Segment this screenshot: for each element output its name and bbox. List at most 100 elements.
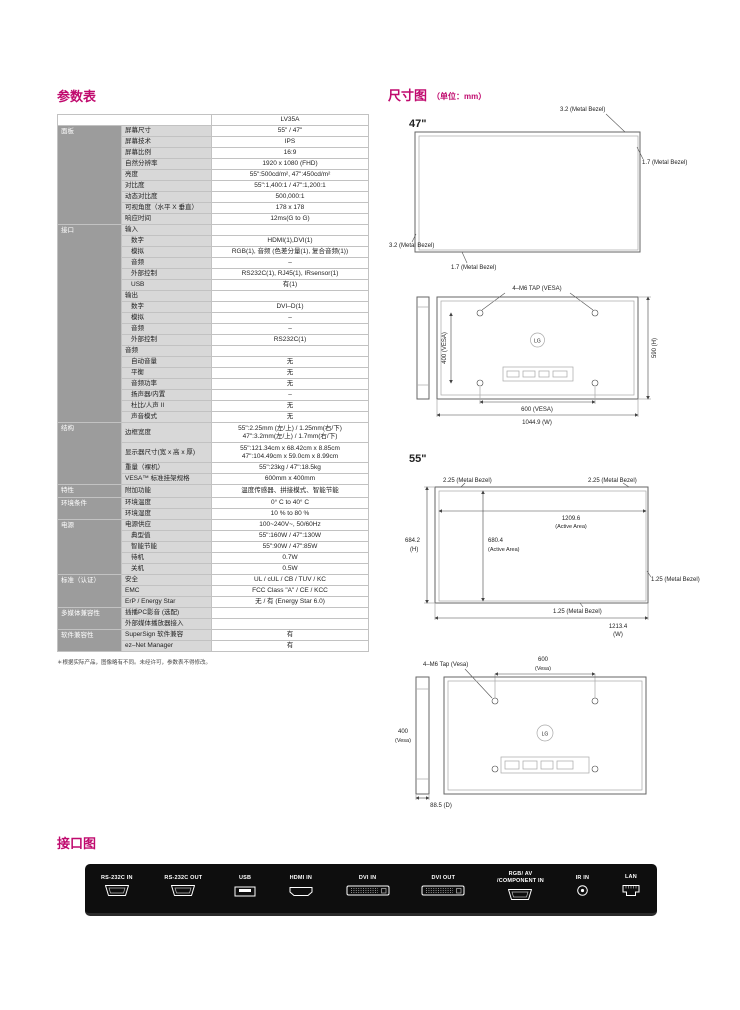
spec-label: VESA™ 标准挂架规格	[121, 473, 212, 485]
spec-category: 特性	[57, 484, 122, 498]
spec-label: EMC	[121, 585, 212, 597]
rear-view-47	[436, 296, 639, 400]
footnote: ＊根据实际产品，图像略有不同。未经许可，参数表不得修改。	[57, 660, 212, 666]
height-47: 590 (H)	[652, 338, 658, 358]
spec-value: 55":121.34cm x 68.42cm x 8.85cm 47":104.…	[211, 442, 369, 463]
spec-label: 响应时间	[121, 213, 212, 225]
spec-label: 自动音量	[121, 356, 212, 368]
model-name: LV35A	[211, 114, 369, 126]
spec-label: 屏幕尺寸	[121, 125, 212, 137]
bezel-55-outer	[434, 486, 649, 604]
spec-label: 扬声器/内置	[121, 389, 212, 401]
width-47: 1044.9 (W)	[522, 420, 552, 426]
port-rs-232c-out: RS-232C OUT	[164, 875, 202, 903]
active-height-55-sub: (Active Area)	[488, 547, 520, 553]
port-label: RGB/ AV /COMPONENT IN	[497, 871, 544, 884]
bezel-47-inner	[418, 135, 639, 251]
spec-value: 无	[211, 411, 369, 423]
spec-label: 安全	[121, 574, 212, 586]
port-rgb-av-component-in: RGB/ AV /COMPONENT IN	[497, 871, 544, 906]
port-label: RS-232C OUT	[164, 874, 203, 881]
spec-row: 音频–	[58, 257, 369, 269]
spec-value: FCC Class "A" / CE / KCC	[211, 585, 369, 597]
hdmi-port-icon	[288, 884, 314, 902]
spec-value: DVI–D(1)	[211, 301, 369, 313]
spec-category: 标准（认证）	[57, 574, 122, 608]
spec-label: ez–Net Manager	[121, 640, 212, 652]
spec-row: 扬声器/内置–	[58, 389, 369, 401]
spec-row: 平衡无	[58, 367, 369, 379]
lg-logo-55	[536, 724, 554, 742]
bezel-55-right-label: 1.25 (Metal Bezel)	[651, 577, 700, 583]
lg-logo-55-text: LG	[542, 732, 549, 738]
dvi-port-icon	[346, 884, 390, 902]
width-55: 1213.4	[609, 624, 628, 630]
label-55: 55"	[409, 453, 426, 465]
bezel-47-outer	[414, 131, 641, 253]
spec-value: 500,000:1	[211, 191, 369, 203]
spec-value: RGB(1), 音频 (色差分量(1), 复合音频(1))	[211, 246, 369, 258]
spec-value: 0.5W	[211, 563, 369, 575]
connector-strip-47	[502, 366, 574, 382]
spec-header-empty	[57, 114, 212, 126]
spec-value: 12ms(G to G)	[211, 213, 369, 225]
spec-label: 平衡	[121, 367, 212, 379]
active-width-55-sub: (Active Area)	[555, 524, 587, 530]
port-usb: USB	[234, 875, 256, 903]
spec-category: 软件兼容性	[57, 629, 122, 652]
spec-category: 电源	[57, 519, 122, 575]
spec-value: 100~240V~, 50/60Hz	[211, 519, 369, 531]
spec-value: 温度传感器、拼接模式、智能节能	[211, 484, 369, 498]
spec-label: 声音模式	[121, 411, 212, 423]
vesa-55-vertical-sub: (Vesa)	[395, 738, 411, 744]
spec-value: 10 % to 80 %	[211, 508, 369, 520]
spec-label: 显示器尺寸(宽 x 高 x 厚)	[121, 442, 212, 463]
spec-label: 附加功能	[121, 484, 212, 498]
port-label: LAN	[624, 874, 637, 881]
spec-row: 声音模式无	[58, 411, 369, 423]
spec-table-title: 参数表	[57, 89, 97, 104]
spec-label: 待机	[121, 552, 212, 564]
spec-value: 178 x 178	[211, 202, 369, 214]
port-lan: LAN	[621, 874, 641, 903]
jack-port-icon	[576, 884, 589, 902]
spec-value	[211, 345, 369, 357]
spec-value: RS232C(1)	[211, 334, 369, 346]
port-label: USB	[238, 874, 252, 881]
dims-title: 尺寸图	[388, 88, 427, 103]
spec-header-row: LV35A	[57, 114, 369, 126]
bezel-55-tl-label: 2.25 (Metal Bezel)	[443, 478, 492, 484]
spec-row: 多媒体兼容性插播PC影音 (选配)	[57, 607, 369, 630]
spec-value	[211, 290, 369, 302]
spec-row: 可视角度（水平 X 垂直）178 x 178	[58, 202, 369, 214]
spec-value	[211, 607, 369, 619]
spec-value: 有	[211, 629, 369, 641]
usb-port-icon	[234, 884, 256, 902]
spec-value: 55":500cd/m², 47":450cd/m²	[211, 169, 369, 181]
spec-value: 无	[211, 378, 369, 390]
spec-value: HDMI(1),DVI(1)	[211, 235, 369, 247]
spec-label: 屏幕比例	[121, 147, 212, 159]
active-height-55: 680.4	[488, 538, 504, 544]
ports-title: 接口图	[57, 836, 97, 851]
connector-strip-55	[500, 756, 590, 774]
port-hdmi-in: HDMI IN	[288, 875, 314, 903]
spec-value: –	[211, 312, 369, 324]
bezel-47-top-label: 3.2 (Metal Bezel)	[560, 107, 605, 113]
spec-category: 接口	[57, 224, 122, 423]
spec-label: 外部控制	[121, 268, 212, 280]
spec-label: 电源供应	[121, 519, 212, 531]
spec-value	[211, 224, 369, 236]
dsub-port-icon	[505, 888, 535, 906]
